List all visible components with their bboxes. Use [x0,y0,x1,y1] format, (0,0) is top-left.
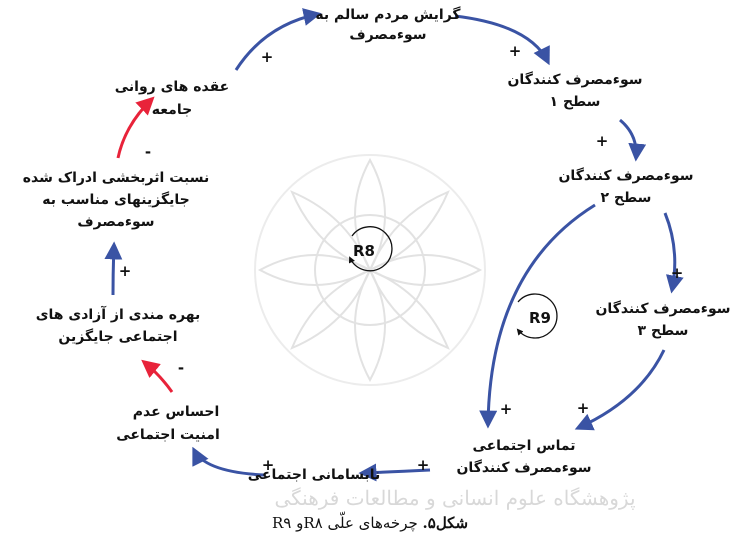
loop-r9: R9 [516,293,558,339]
link-disorder-to-insecurity [192,446,265,477]
loop-r8-arc-icon [348,226,393,272]
sign-perceived-to-complex: - [145,143,151,161]
node-level2-line1: سوءمصرف کنندگان [558,167,693,184]
node-perceived-line3: سوءمصرف [77,214,154,230]
sign-level2-to-level3: + [671,264,684,282]
node-level2: سوءمصرف کنندگان سطح ۲ [558,167,693,206]
node-level1-line1: سوءمصرف کنندگان [507,71,642,88]
node-enjoyment-line2: اجتماعی جایگزین [58,328,177,345]
node-enjoyment-line1: بهره مندی از آزادی های [36,305,201,323]
node-contact: تماس اجتماعی سوءمصرف کنندگان [456,438,591,476]
link-contact-to-disorder [358,463,431,482]
node-top: گرایش مردم سالم به سوءمصرف [315,6,461,43]
sign-top-to-level1: + [509,42,522,60]
link-level2-to-level3 [663,212,684,294]
node-top-line2: سوءمصرف [349,27,426,43]
node-insecurity-line2: امنیت اجتماعی [116,427,220,443]
node-complex-line1: عقده های روانی [115,79,230,95]
sign-level3-to-contact: + [577,399,590,417]
link-level2-to-contact [479,203,596,429]
node-enjoyment: بهره مندی از آزادی های اجتماعی جایگزین [36,305,201,345]
link-perceived-to-complex [116,96,155,159]
link-complex-to-top [234,8,322,71]
node-level1-line2: سطح ۱ [550,94,601,110]
node-disorder: نابسامانی اجتماعی [248,467,380,483]
node-insecurity-line1: احساس عدم [133,404,220,420]
node-contact-line1: تماس اجتماعی [472,438,575,454]
link-signs: + + + + + + + + - + - [119,42,684,474]
loop-r9-label: R9 [529,309,551,327]
node-level3: سوءمصرف کنندگان سطح ۳ [595,300,730,339]
sign-contact-to-disorder: + [417,456,430,474]
link-top-to-level1 [454,14,550,66]
loop-r8: R8 [348,226,393,272]
node-perceived: نسبت اثربخشی ادراک شده جایگزینهای مناسب … [23,170,209,230]
node-complex: عقده های روانی جامعه [115,79,230,118]
background-emblem [254,154,486,386]
node-perceived-line2: جایگزینهای مناسب به [42,191,189,208]
causal-links [104,8,684,482]
sign-disorder-to-insecurity: + [262,456,275,474]
watermark-text: پژوهشگاه علوم انسانی و مطالعات فرهنگی [274,486,635,510]
link-level1-to-level2 [619,118,647,162]
link-enjoyment-to-perceived [104,241,123,296]
node-level1: سوءمصرف کنندگان سطح ۱ [507,71,642,110]
node-perceived-line1: نسبت اثربخشی ادراک شده [23,170,209,186]
sign-level2-to-contact: + [500,400,513,418]
caption-text: چرخه‌های علّی R۸و R۹ [272,511,423,532]
loop-r9-arc-icon [516,293,558,339]
sign-enjoyment-to-perceived: + [119,262,132,280]
node-level3-line1: سوءمصرف کنندگان [595,300,730,317]
caption-number: شکل۵. [423,514,469,532]
sign-complex-to-top: + [261,48,274,66]
link-level3-to-contact [574,349,666,431]
node-top-line1: گرایش مردم سالم به [315,6,461,23]
node-level3-line2: سطح ۳ [638,323,689,339]
link-insecurity-to-enjoyment [141,359,174,393]
sign-level1-to-level2: + [596,132,609,150]
node-insecurity: احساس عدم امنیت اجتماعی [116,404,220,443]
sign-insecurity-to-enjoyment: - [178,359,184,377]
loop-r8-label: R8 [353,242,375,260]
figure-caption: شکل۵. چرخه‌های علّی R۸و R۹ [272,511,468,532]
node-level2-line2: سطح ۲ [601,190,652,206]
node-complex-line2: جامعه [152,102,192,118]
node-disorder-line1: نابسامانی اجتماعی [248,467,380,483]
node-contact-line2: سوءمصرف کنندگان [456,459,591,476]
